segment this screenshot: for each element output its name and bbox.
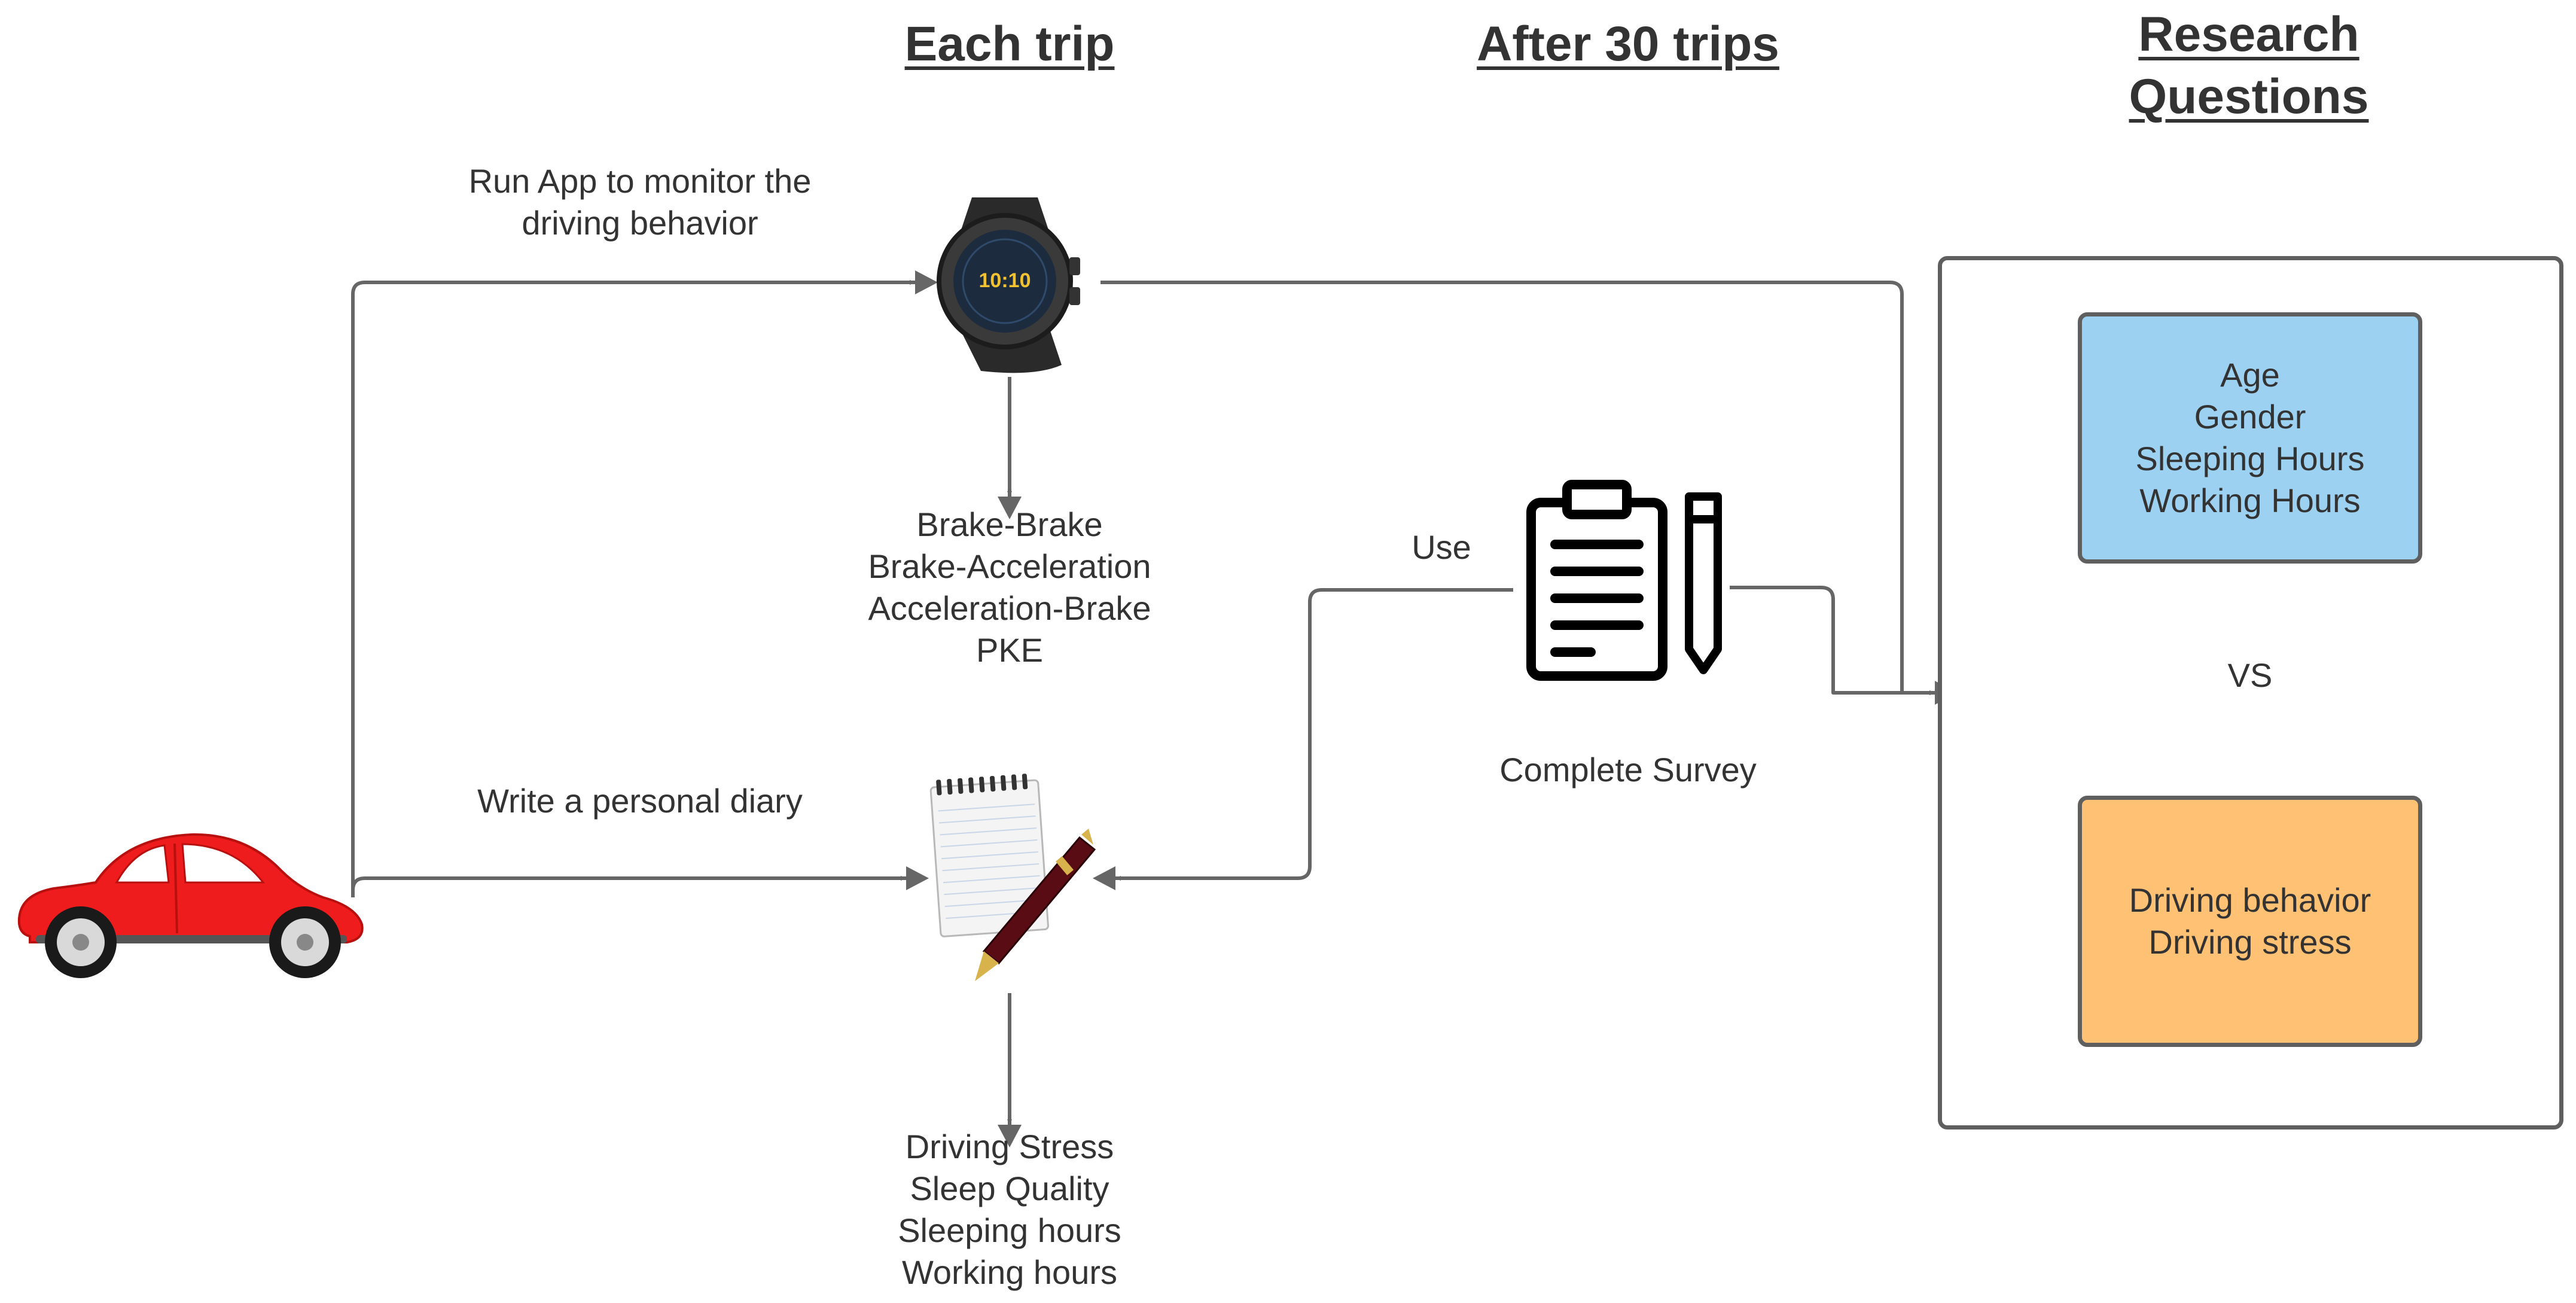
research-outcomes-box: Driving behavior Driving stress: [2078, 796, 2422, 1047]
diary-outputs-list: Driving Stress Sleep Quality Sleeping ho…: [825, 1126, 1194, 1293]
watch-metric: Brake-Brake: [916, 506, 1103, 543]
diary-output: Driving Stress: [905, 1128, 1114, 1165]
label-complete-survey: Complete Survey: [1499, 751, 1757, 789]
connector-survey-to-research: [1730, 586, 1935, 695]
clipboard-pencil-icon: [1526, 480, 1722, 681]
research-demographic-item: Sleeping Hours: [2135, 440, 2365, 477]
connector-car-to-watch: [351, 280, 916, 897]
header-research-line1: Research: [2138, 7, 2359, 62]
label-write-diary: Write a personal diary: [477, 782, 803, 820]
arrowhead-metrics: [998, 497, 1022, 519]
watch-metric: PKE: [975, 631, 1044, 669]
arrowhead-diary-right: [1093, 866, 1115, 890]
research-demographic-item: Working Hours: [2139, 482, 2361, 519]
header-after-trips: After 30 trips: [1477, 17, 1779, 71]
arrowhead-diary-left: [906, 866, 929, 890]
header-research-questions: Research Questions: [2045, 4, 2452, 128]
diary-output: Working hours: [901, 1253, 1117, 1291]
watch-metric: Acceleration-Brake: [868, 589, 1151, 627]
research-demographic-item: Age: [2220, 356, 2280, 394]
research-outcome-item: Driving stress: [2148, 923, 2352, 961]
watch-metric: Brake-Acceleration: [868, 547, 1151, 585]
connector-car-to-diary: [351, 876, 907, 897]
connector-watch-to-research: [1100, 281, 1935, 695]
label-run-app: Run App to monitor the driving behavior: [431, 160, 849, 244]
research-demographic-item: Gender: [2194, 398, 2306, 436]
watch-time-text: 10:10: [979, 269, 1031, 292]
label-run-app-line2: driving behavior: [522, 204, 758, 242]
label-run-app-line1: Run App to monitor the: [468, 162, 812, 200]
diary-output: Sleep Quality: [910, 1170, 1109, 1207]
connector-survey-to-diary: [1115, 588, 1513, 881]
arrowhead-watch: [915, 270, 938, 294]
research-demographics-box: Age Gender Sleeping Hours Working Hours: [2078, 312, 2422, 564]
research-outcome-item: Driving behavior: [2129, 881, 2371, 919]
watch-metrics-list: Brake-Brake Brake-Acceleration Accelerat…: [825, 504, 1194, 671]
car-icon: [17, 833, 364, 978]
header-each-trip: Each trip: [904, 17, 1115, 71]
label-use: Use: [1412, 528, 1471, 566]
arrowhead-diary-outputs: [998, 1125, 1022, 1147]
label-vs: VS: [2227, 656, 2273, 694]
header-research-line2: Questions: [2129, 69, 2369, 124]
diary-output: Sleeping hours: [898, 1211, 1121, 1249]
notepad-pen-icon: [929, 774, 1096, 981]
smartwatch-icon: 10:10: [937, 197, 1080, 373]
